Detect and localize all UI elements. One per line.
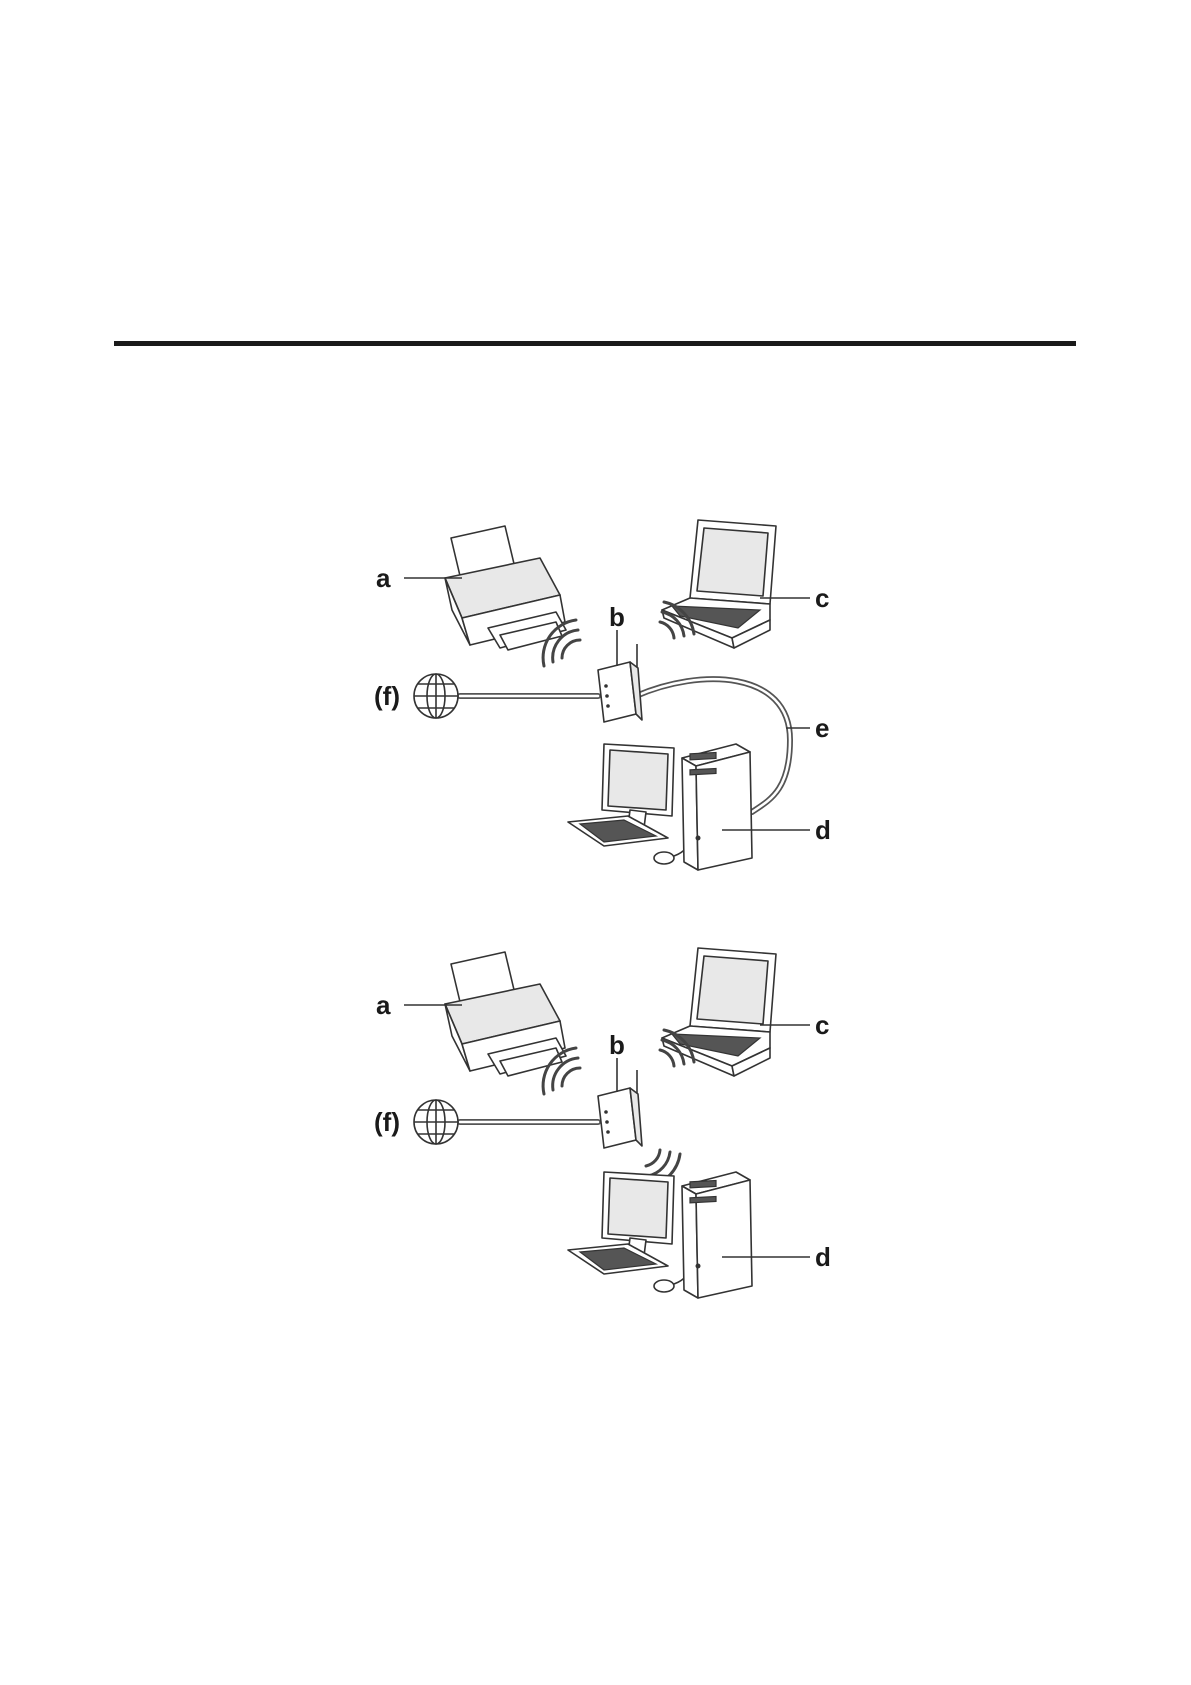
monitor-icon <box>602 1172 674 1256</box>
network-diagram-wired: a c b (f) <box>0 500 1191 880</box>
tower-icon <box>682 744 752 870</box>
keyboard-icon <box>568 1244 668 1274</box>
network-diagram-wired-svg: a c b (f) <box>0 500 1191 880</box>
label-c: c <box>815 1010 829 1040</box>
label-a: a <box>376 563 391 593</box>
access-point-icon <box>598 1070 642 1148</box>
access-point-icon <box>598 644 642 722</box>
label-b: b <box>609 1030 625 1060</box>
label-d: d <box>815 1242 831 1272</box>
label-c: c <box>815 583 829 613</box>
tower-icon <box>682 1172 752 1298</box>
label-f: (f) <box>374 1107 400 1137</box>
label-b: b <box>609 602 625 632</box>
network-diagram-wireless: a c b <box>0 930 1191 1310</box>
label-a: a <box>376 990 391 1020</box>
label-f: (f) <box>374 681 400 711</box>
label-e: e <box>815 713 829 743</box>
network-diagram-wireless-svg: a c b <box>0 930 1191 1310</box>
globe-icon <box>414 1100 458 1144</box>
section-divider <box>114 341 1076 346</box>
laptop-icon <box>662 520 776 648</box>
keyboard-icon <box>568 816 668 846</box>
monitor-icon <box>602 744 674 828</box>
label-d: d <box>815 815 831 845</box>
printer-icon <box>445 952 566 1076</box>
globe-icon <box>414 674 458 718</box>
printer-icon <box>445 526 566 650</box>
laptop-icon <box>662 948 776 1076</box>
